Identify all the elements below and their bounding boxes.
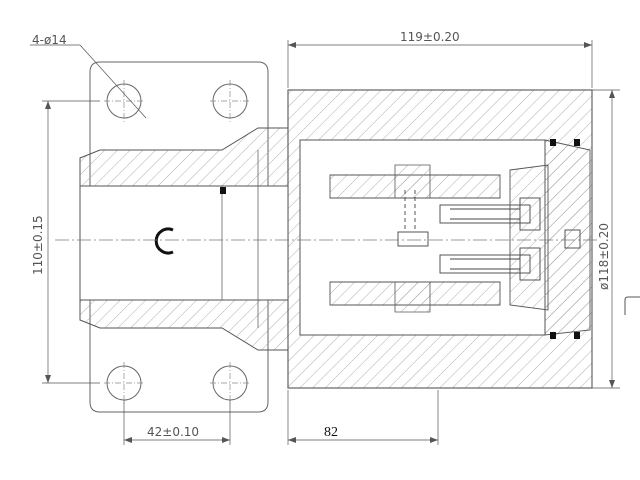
holes-label: 4-ø14: [32, 33, 67, 47]
diameter-label: ø118±0.20: [597, 223, 611, 290]
offset-label: 82: [324, 425, 338, 440]
edge-mark: [624, 296, 640, 315]
main-body-section: [287, 89, 593, 389]
dimension-arrows: [45, 42, 615, 443]
pitch-label: 42±0.10: [147, 425, 199, 439]
flange-plate: [89, 61, 269, 413]
hub-section: [79, 127, 289, 351]
internal-bolts: [397, 190, 581, 281]
height-label: 110±0.15: [31, 215, 45, 275]
length-label: 119±0.20: [400, 30, 460, 44]
dimension-lines: [30, 40, 620, 445]
